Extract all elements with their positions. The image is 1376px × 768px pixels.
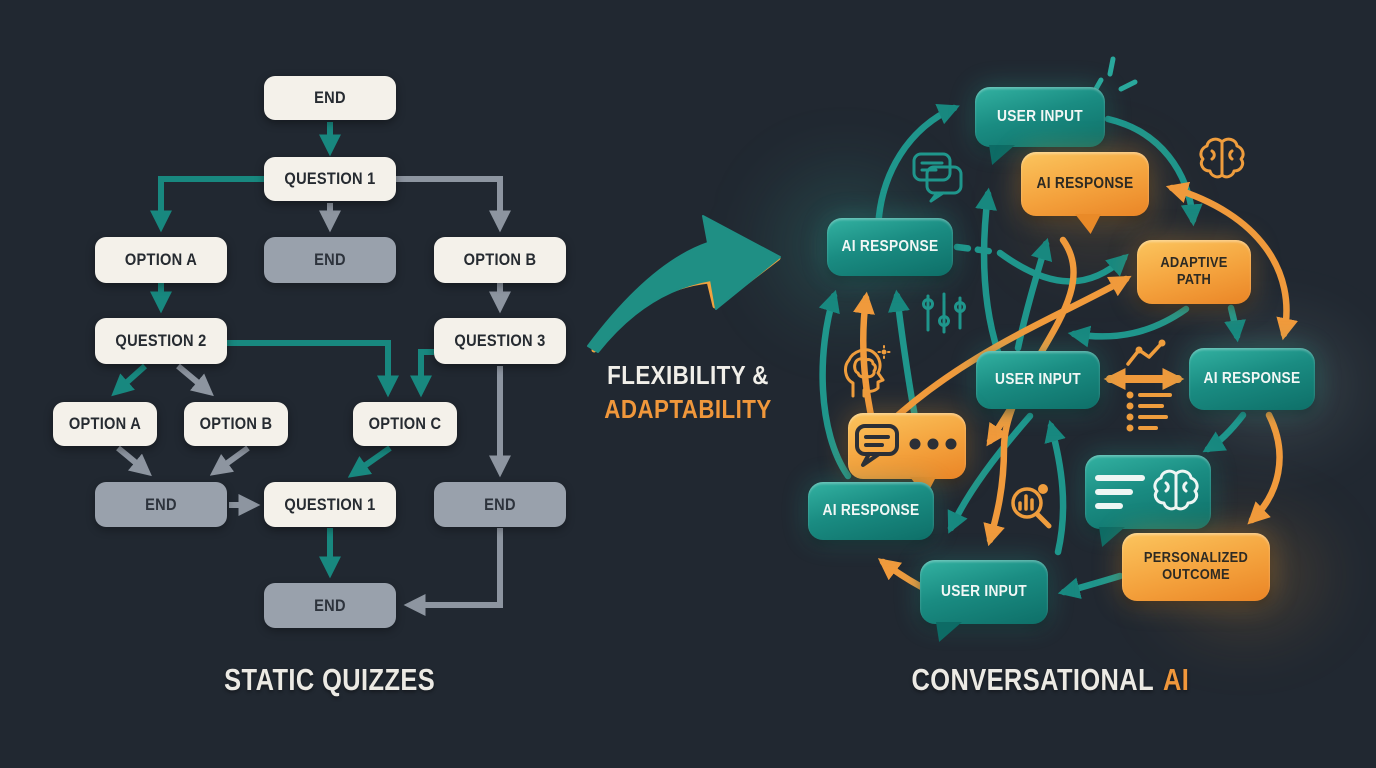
node-user-input-top: USER INPUT (975, 87, 1105, 165)
sparkle-icon (1090, 56, 1138, 97)
bubble-tail (936, 622, 962, 642)
node-option-b: OPTION B (434, 237, 566, 283)
right-panel-title: CONVERSATIONAL AI (860, 662, 1240, 698)
node-option-a: OPTION A (95, 237, 227, 283)
workflow-icon (922, 292, 966, 334)
node-option-b2: OPTION B (184, 402, 288, 446)
left-panel-title: STATIC QUIZZES (224, 662, 436, 697)
message-dots-icon (855, 424, 957, 467)
node-ai-response-left: AI RESPONSE (827, 218, 953, 276)
flexibility-arrow (587, 215, 781, 353)
center-caption: FLEXIBILITY & ADAPTABILITY (558, 360, 818, 425)
node-ai-response-top: AI RESPONSE (1021, 152, 1149, 234)
list-icon (1126, 391, 1172, 432)
node-question-3: QUESTION 3 (434, 318, 566, 364)
node-adaptive-path: ADAPTIVE PATH (1137, 240, 1251, 304)
bubble-tail (1075, 214, 1101, 234)
node-end-left: END (95, 482, 227, 527)
bubble-tail (989, 145, 1015, 165)
node-ai-response-bottom-left: AI RESPONSE (808, 482, 934, 540)
trend-icon (1126, 339, 1166, 366)
right-title-accent: AI (1162, 662, 1189, 697)
chat-bubbles-icon (912, 152, 963, 203)
node-user-input-center: USER INPUT (976, 351, 1100, 409)
lines-brain-icon (1095, 469, 1199, 511)
brain-icon (1199, 137, 1245, 179)
lines-brain-bubble (1085, 455, 1211, 547)
node-end-right: END (434, 482, 566, 527)
caption-line-2: ADAPTABILITY (604, 394, 772, 424)
right-title-main: CONVERSATIONAL (911, 662, 1154, 697)
node-user-input-bottom: USER INPUT (920, 560, 1048, 642)
node-option-c: OPTION C (353, 402, 457, 446)
node-question-1: QUESTION 1 (264, 157, 396, 201)
node-end-mid: END (264, 237, 396, 283)
node-personalized-outcome: PERSONALIZED OUTCOME (1122, 533, 1270, 601)
node-option-a2: OPTION A (53, 402, 157, 446)
node-ai-response-right: AI RESPONSE (1189, 348, 1315, 410)
node-question-2: QUESTION 2 (95, 318, 227, 364)
magnifier-chart-icon (1011, 484, 1052, 529)
caption-line-1: FLEXIBILITY & (607, 360, 769, 390)
bubble-tail (1099, 527, 1125, 547)
node-end-bottom: END (264, 583, 396, 628)
node-end-top: END (264, 76, 396, 120)
message-dots-bubble (848, 413, 966, 497)
head-brain-icon (844, 345, 891, 398)
node-question-1b: QUESTION 1 (264, 482, 396, 527)
